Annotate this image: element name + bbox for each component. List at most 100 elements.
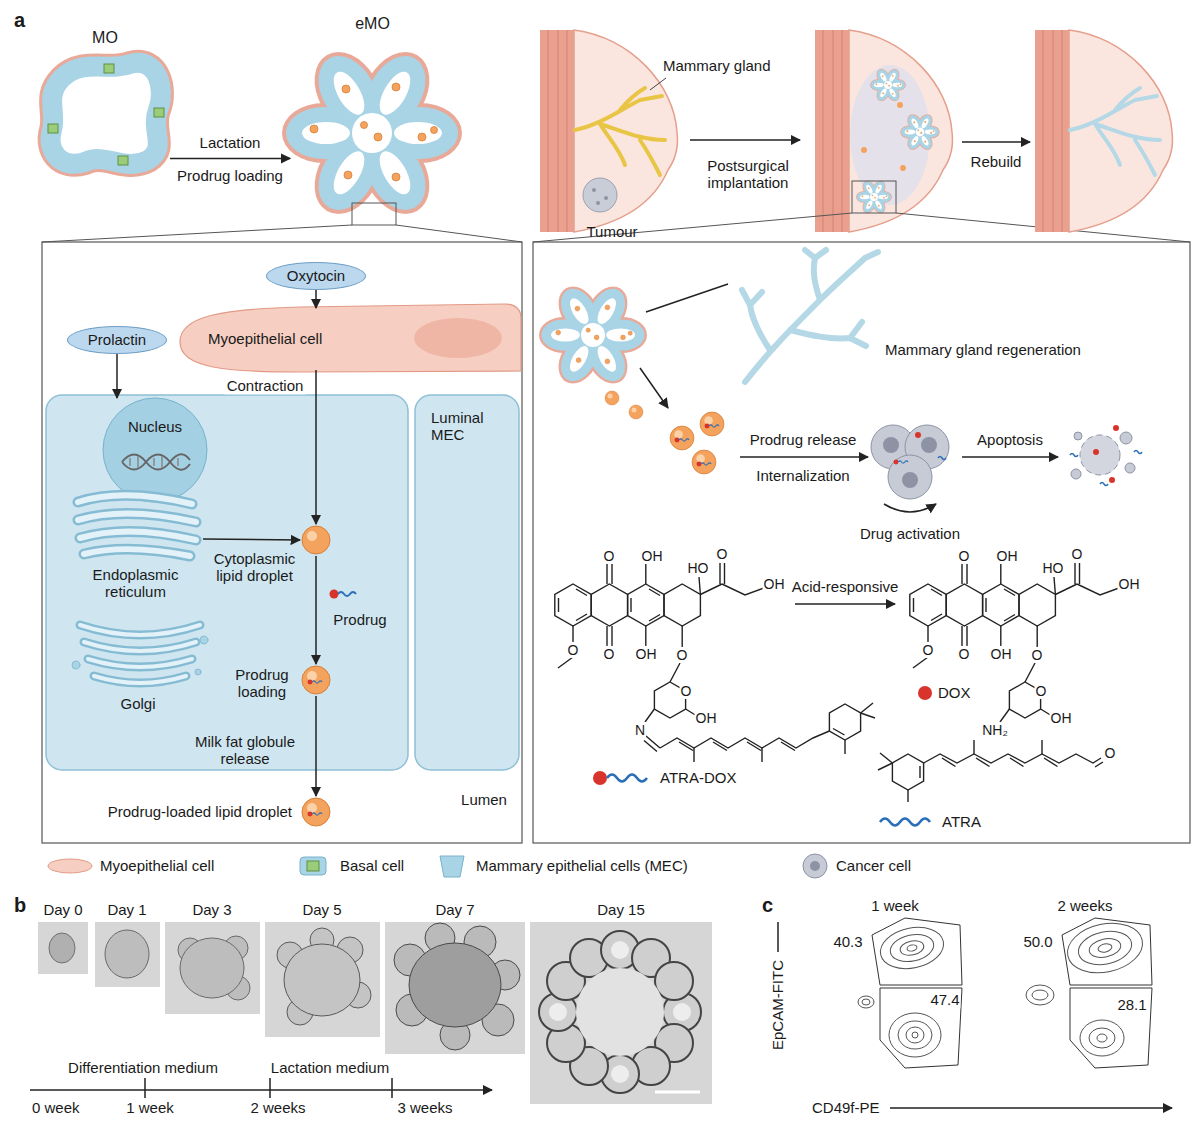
- node-label: Cytoplasmic lipid droplet: [207, 550, 302, 585]
- contour-plot: [888, 931, 936, 966]
- er-drawing: [78, 495, 196, 556]
- contour-plot: [1063, 917, 1147, 980]
- atra-chain: [644, 703, 875, 762]
- time-label: Day 7: [435, 901, 474, 918]
- mo-organoid: [118, 156, 128, 165]
- gate-percentage: 47.4: [929, 991, 960, 1008]
- contour-plot: [1032, 990, 1048, 1000]
- atom-label: O: [1104, 745, 1117, 761]
- legend-icons: [810, 861, 820, 871]
- micrograph: [611, 1065, 629, 1083]
- micrograph: [265, 922, 380, 1037]
- illustration: [302, 798, 330, 826]
- cancer-cells: [902, 472, 918, 488]
- breast-drawing: [815, 30, 953, 232]
- mo-organoid: [51, 63, 161, 164]
- process-arrow: [962, 456, 1058, 458]
- leader-line: [650, 78, 666, 90]
- illustration: [692, 450, 716, 474]
- step-label: Drug activation: [860, 525, 960, 542]
- contour-plot: [889, 1013, 941, 1057]
- atra-chain: [829, 704, 860, 740]
- node-label: MO: [40, 29, 170, 47]
- panel-letter: b: [14, 894, 26, 917]
- micrograph: [539, 931, 701, 1093]
- medium-label: Lactation medium: [271, 1059, 389, 1076]
- node-label: Myoepithelial cell: [208, 330, 322, 347]
- cancer-cells: [871, 425, 949, 499]
- tumour: [604, 196, 608, 200]
- golgi-drawing: [80, 625, 200, 683]
- emo-organoid: [539, 279, 647, 391]
- reaction-arrow: [795, 603, 895, 605]
- edge-label: Milk fat globule release: [181, 733, 310, 768]
- regenerated-gland: [1070, 88, 1160, 175]
- atra-structure: [878, 740, 1103, 802]
- micrograph: [611, 941, 629, 959]
- contour-plot: [1089, 1028, 1115, 1048]
- mo-organoid: [48, 64, 164, 165]
- emo-organoid: [282, 40, 462, 226]
- illustration: [302, 526, 330, 554]
- mo-organoid: [104, 64, 114, 73]
- mo-organoid: [51, 63, 161, 164]
- luminal-cell-drawing: [46, 395, 408, 770]
- illustration: [555, 563, 764, 722]
- mo-organoid: [48, 124, 58, 133]
- timeline-tick: [145, 1078, 392, 1098]
- cancer-cells: [894, 460, 909, 465]
- activation-arrow: [884, 504, 936, 512]
- myoepithelial-cell: Myoepithelial cell: [178, 308, 520, 370]
- tumour: [596, 201, 600, 205]
- inset-panel: [42, 242, 522, 843]
- apoptotic-cell: [1070, 451, 1142, 486]
- atom-label: O: [1071, 546, 1084, 562]
- myoepithelial-cell-drawing: [180, 304, 521, 372]
- apoptotic-cell: [1113, 425, 1119, 431]
- micrograph: [576, 968, 664, 1056]
- edge-label: Contraction: [225, 377, 306, 394]
- axis-tick-label: 0 week: [32, 1099, 80, 1116]
- illustration: [629, 405, 643, 419]
- callout-label: Prodrug: [333, 611, 386, 628]
- breast-drawing: [1035, 30, 1173, 232]
- atom-label: O: [716, 546, 729, 562]
- step-label: Rebuild: [971, 153, 1022, 170]
- micrograph: [277, 928, 371, 1025]
- atom-label: O: [567, 642, 580, 658]
- regenerated-gland: [1070, 88, 1160, 175]
- time-label: Day 5: [302, 901, 341, 918]
- time-label: Day 3: [192, 901, 231, 918]
- illustration: [670, 426, 694, 450]
- atom-label: OH: [1050, 710, 1073, 726]
- golgi-drawing: [195, 669, 201, 675]
- lipid-droplet: Cytoplasmic lipid droplet: [300, 524, 332, 556]
- lipid-droplet: Prodrug loading: [300, 664, 332, 696]
- process-label: Prodrug loading: [177, 167, 283, 184]
- illustration: [697, 462, 712, 467]
- contour-plot: [1026, 985, 1054, 1005]
- contour-plot: [1070, 988, 1152, 1068]
- apoptotic-cell: [1109, 477, 1115, 483]
- atom-label: O: [1035, 683, 1048, 699]
- micrograph: [284, 944, 360, 1016]
- illustration: [910, 563, 1119, 722]
- implanted-organoid: [856, 178, 892, 215]
- micrograph: [549, 941, 691, 1083]
- inset-panel: [533, 242, 1190, 843]
- micrograph: [180, 938, 244, 998]
- contour-plot: [899, 939, 925, 958]
- step-label: Postsurgical implantation: [698, 157, 798, 192]
- atom-label: OH: [641, 548, 664, 564]
- legend-label: DOX: [938, 684, 971, 701]
- micrograph: [38, 922, 712, 1104]
- node-label: Prodrug-loaded lipid droplet: [108, 803, 292, 820]
- node-label: Prolactin: [88, 331, 146, 348]
- atom-label: N: [634, 722, 646, 738]
- er-drawing: [78, 495, 196, 556]
- atra-dox-icon: [593, 771, 607, 785]
- step-arrow: [962, 141, 1030, 143]
- step-label: Apoptosis: [977, 431, 1043, 448]
